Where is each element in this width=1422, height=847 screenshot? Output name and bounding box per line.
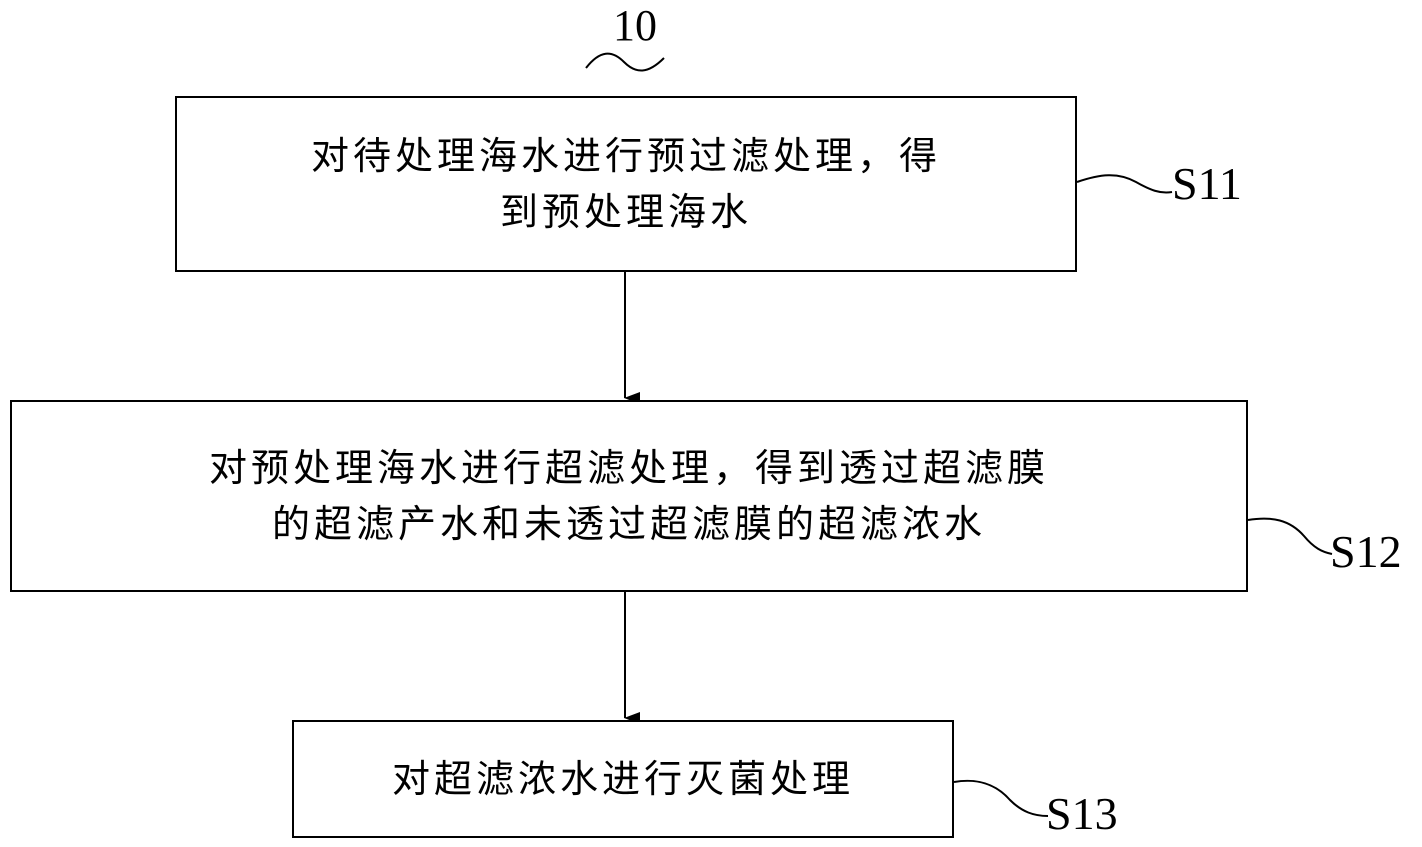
step-box-s13: 对超滤浓水进行灭菌处理 [292, 720, 954, 838]
figure-number: 10 [613, 1, 657, 50]
step-text-s11: 对待处理海水进行预过滤处理，得 到预处理海水 [310, 134, 941, 234]
leader-line-s12 [1247, 517, 1333, 555]
figure-number-tilde [585, 52, 665, 72]
step-label-s13: S13 [1046, 788, 1118, 839]
step-box-s12: 对预处理海水进行超滤处理，得到透过超滤膜 的超滤产水和未透过超滤膜的超滤浓水 [10, 400, 1248, 592]
step-box-s11: 对待处理海水进行预过滤处理，得 到预处理海水 [175, 96, 1077, 272]
step-label-s11: S11 [1172, 158, 1242, 209]
step-label-s12: S12 [1330, 526, 1402, 577]
leader-line-s13 [953, 779, 1049, 817]
step-text-s12: 对预处理海水进行超滤处理，得到透过超滤膜 的超滤产水和未透过超滤膜的超滤浓水 [208, 446, 1049, 546]
leader-line-s11 [1076, 174, 1173, 194]
step-text-s13: 对超滤浓水进行灭菌处理 [391, 757, 854, 801]
